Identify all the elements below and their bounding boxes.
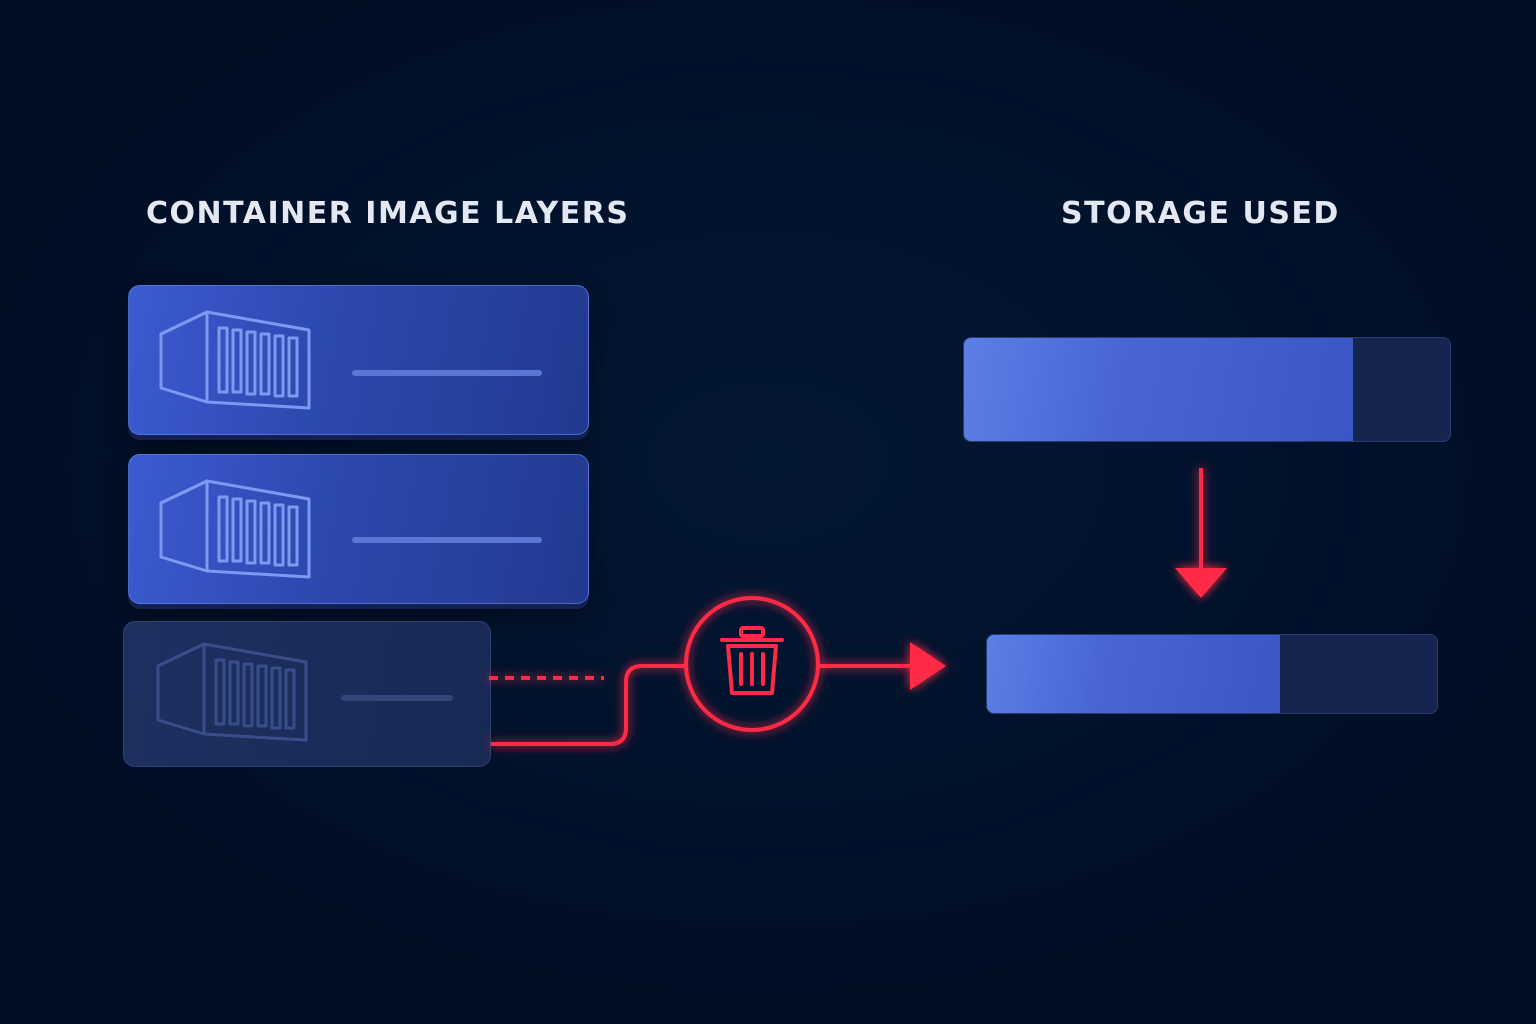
shipping-container-icon	[159, 479, 311, 579]
storage-bar-before	[963, 337, 1451, 442]
layer-label-placeholder	[352, 370, 542, 376]
shipping-container-icon	[159, 310, 311, 410]
delete-circle	[684, 596, 820, 732]
storage-used-fill	[987, 635, 1280, 713]
image-layer-3-removed	[123, 621, 491, 767]
removal-path	[491, 664, 686, 746]
arrow-down-icon	[1175, 568, 1227, 598]
storage-bar-after	[986, 634, 1438, 714]
image-layer-2	[128, 454, 589, 604]
storage-used-fill	[964, 338, 1353, 441]
arrow-right-icon	[910, 642, 946, 690]
layer-label-placeholder	[341, 695, 453, 701]
trash-icon	[720, 626, 784, 695]
storage-used-heading: STORAGE USED	[1061, 196, 1340, 231]
shipping-container-icon	[156, 642, 308, 742]
image-layer-1	[128, 285, 589, 435]
layer-label-placeholder	[352, 537, 542, 543]
container-image-layers-heading: CONTAINER IMAGE LAYERS	[146, 196, 630, 231]
